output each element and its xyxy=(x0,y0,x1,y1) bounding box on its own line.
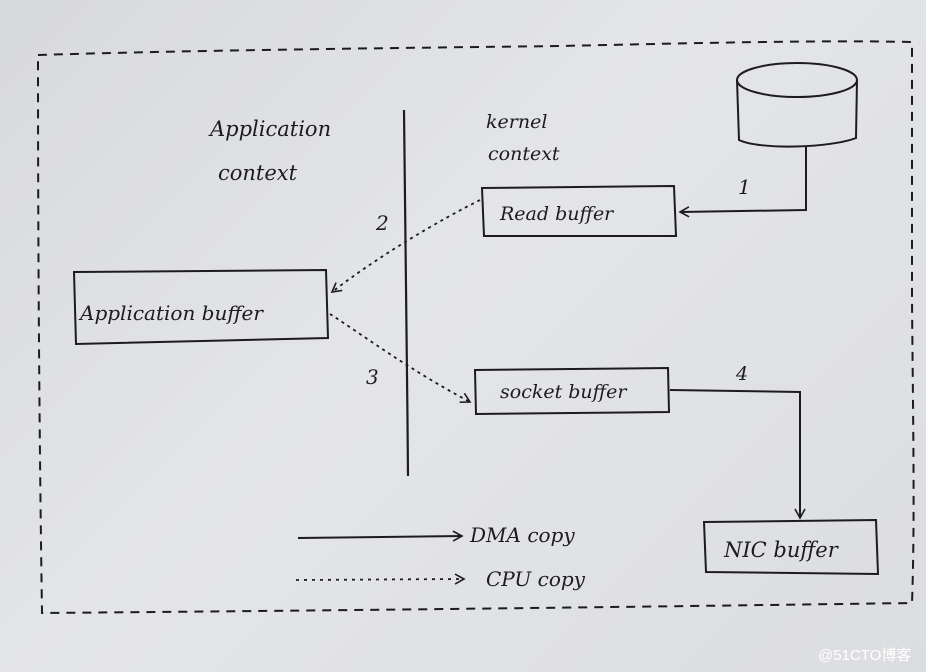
socket-buffer-box xyxy=(473,366,671,416)
read-buffer-box xyxy=(480,184,678,237)
socket-buffer-label: socket buffer xyxy=(500,381,628,403)
step-1-label: 1 xyxy=(738,175,751,199)
arrow-application-to-socket-buffer xyxy=(329,313,472,403)
application-buffer-box xyxy=(72,268,330,346)
step-3-label: 3 xyxy=(366,365,379,389)
kernel-context-label-line1: kernel xyxy=(486,111,547,133)
application-buffer-label: Application buffer xyxy=(78,301,264,325)
nic-buffer-box xyxy=(702,518,880,576)
kernel-context-label-line2: context xyxy=(488,143,560,165)
arrow-socket-to-nic-buffer xyxy=(669,389,806,520)
watermark-text: @51CTO博客 xyxy=(818,647,911,664)
application-context-label-line1: Application xyxy=(208,117,331,141)
legend-dma-line xyxy=(297,530,464,542)
legend-dma-label: DMA copy xyxy=(469,523,575,547)
arrow-disk-to-read-buffer xyxy=(678,146,807,218)
read-buffer-label: Read buffer xyxy=(499,203,615,225)
outer-dashed-frame xyxy=(36,40,915,615)
context-divider-line xyxy=(402,109,410,477)
disk-icon xyxy=(736,62,858,148)
application-context-label-line2: context xyxy=(218,161,298,185)
legend-cpu-line xyxy=(295,573,466,585)
step-2-label: 2 xyxy=(375,211,389,235)
legend-cpu-label: CPU copy xyxy=(486,567,586,591)
nic-buffer-label: NIC buffer xyxy=(723,538,840,562)
step-4-label: 4 xyxy=(735,363,748,385)
